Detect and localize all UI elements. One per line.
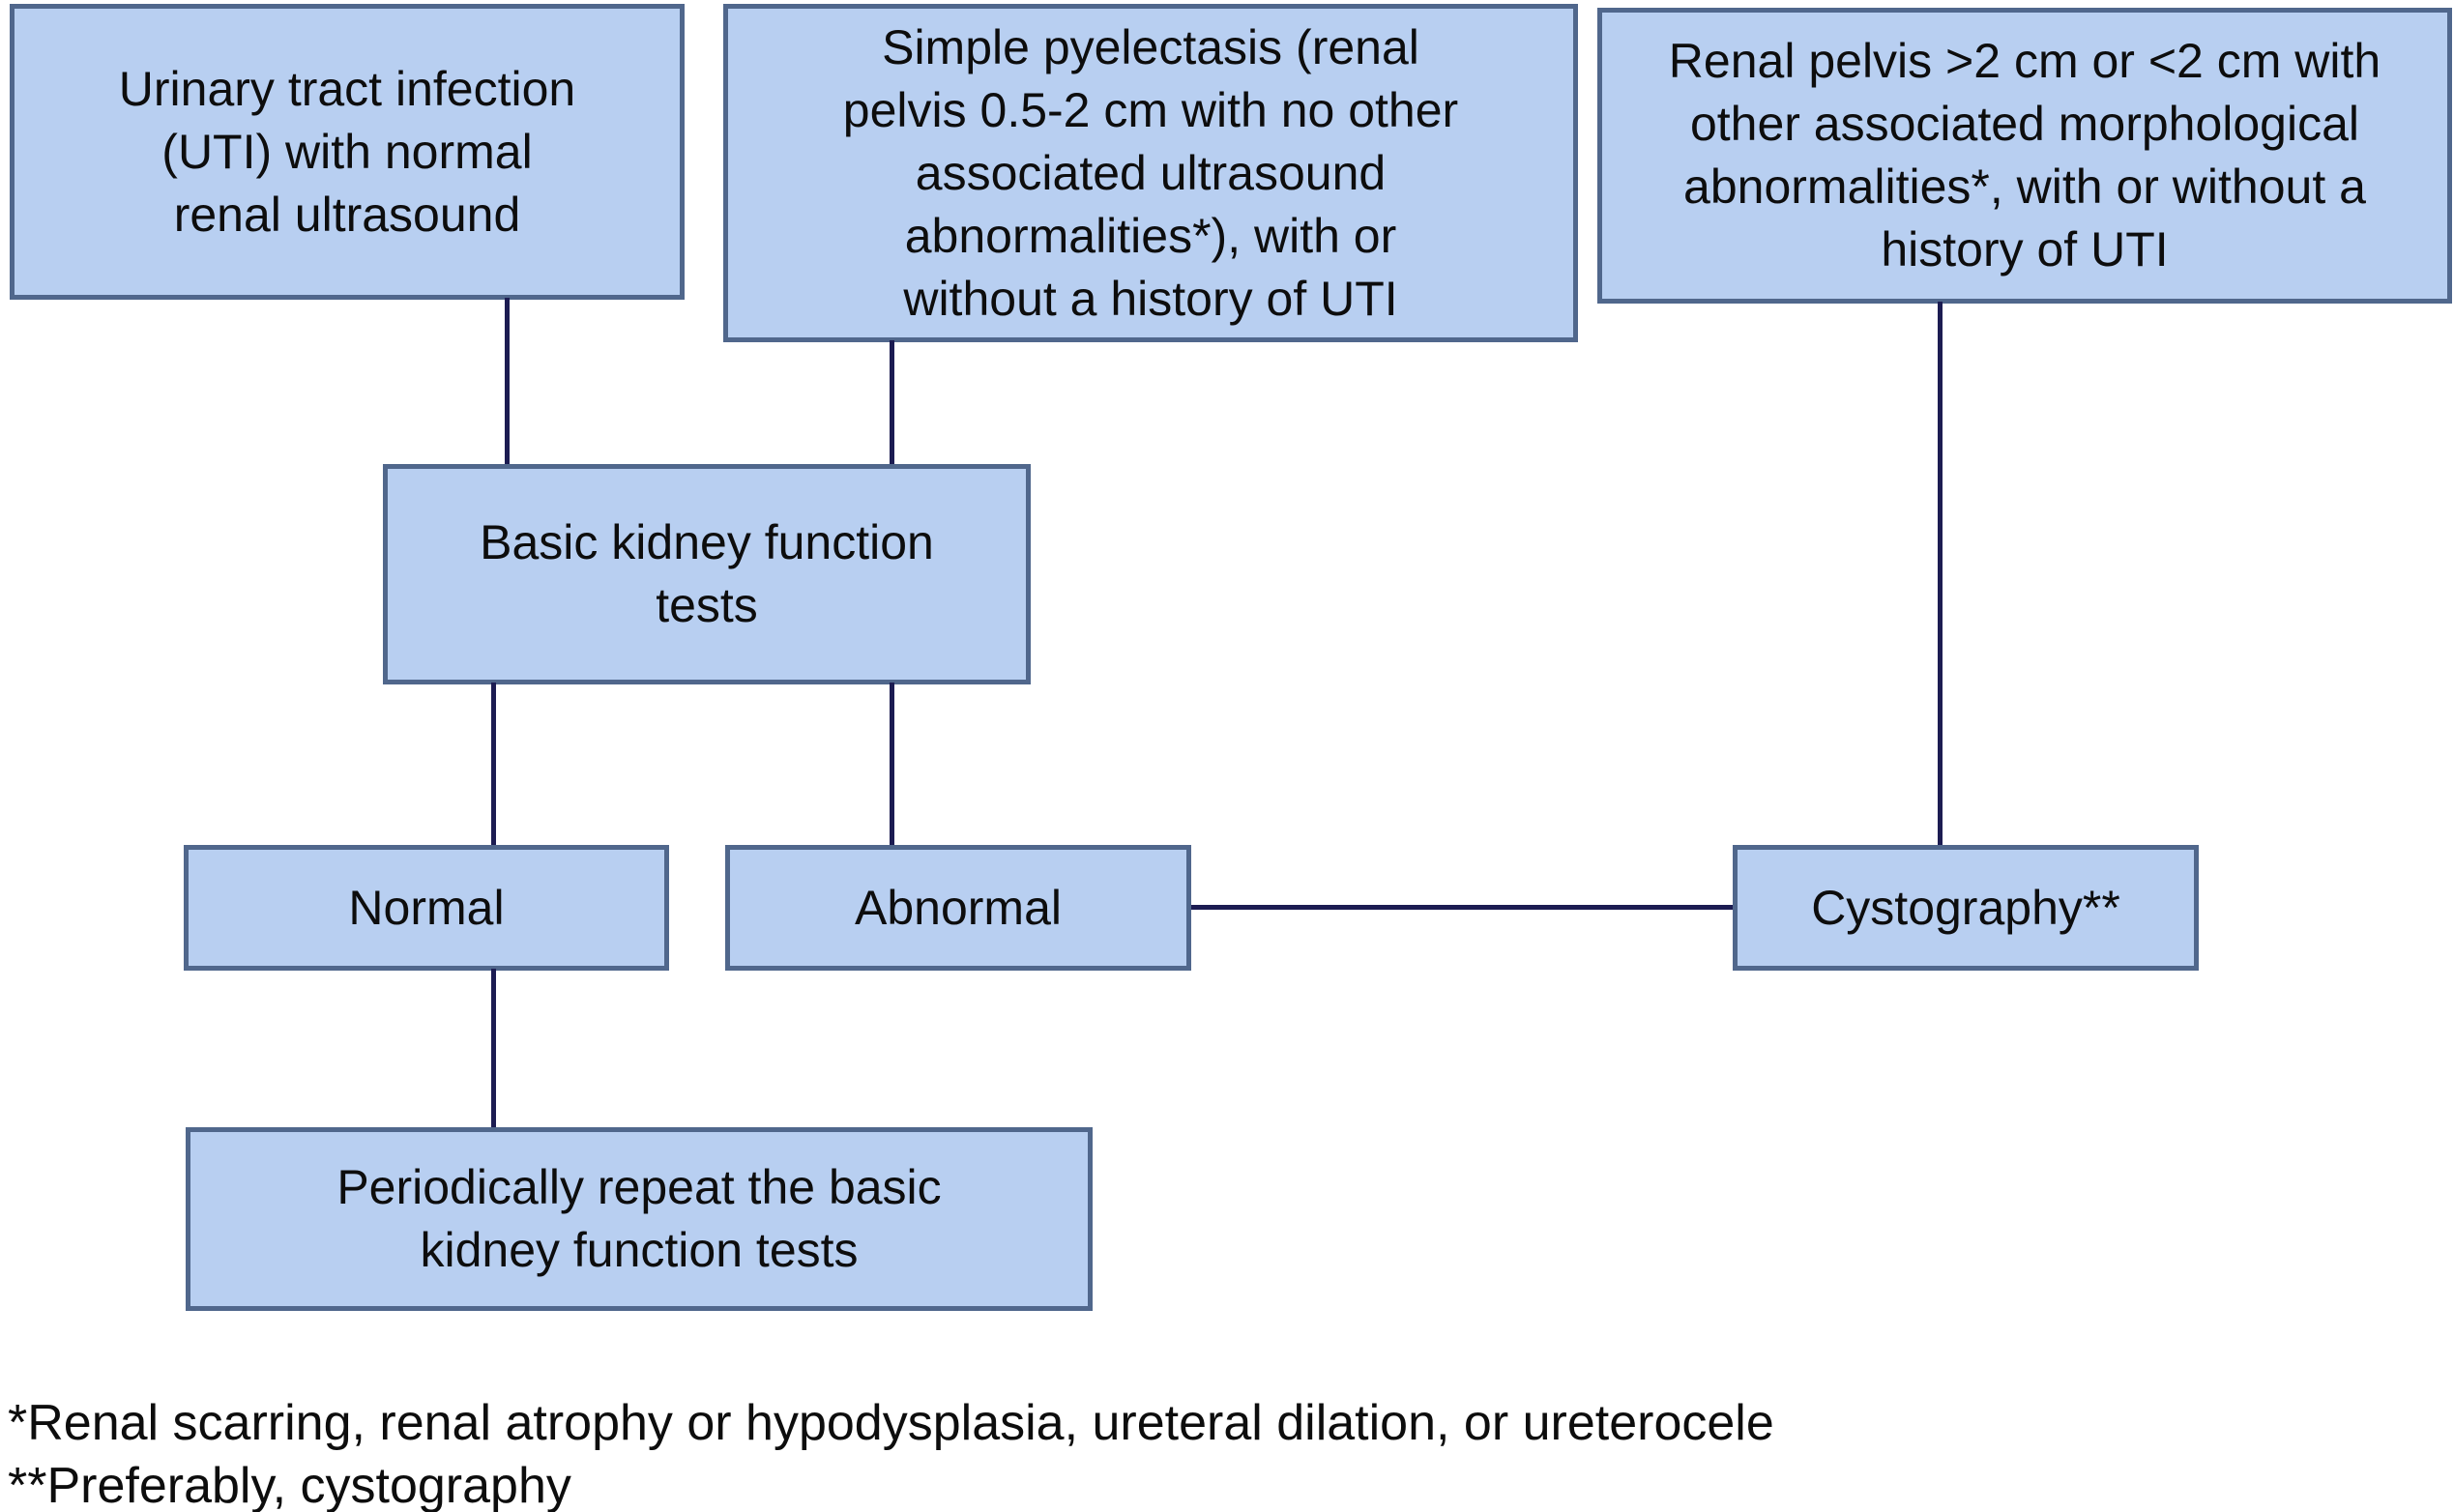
connector-basic-tests-to-abnormal	[890, 683, 894, 847]
node-uti-normal-ultrasound: Urinary tract infection (UTI) with norma…	[10, 4, 685, 300]
connector-pyelectasis-to-basic-tests	[890, 340, 894, 466]
node-basic-kidney-tests: Basic kidney function tests	[383, 464, 1031, 684]
node-normal: Normal	[184, 845, 669, 971]
connector-basic-tests-to-normal	[491, 683, 496, 847]
node-abnormal: Abnormal	[725, 845, 1191, 971]
connector-uti-to-basic-tests	[505, 298, 510, 466]
node-repeat-tests: Periodically repeat the basic kidney fun…	[186, 1127, 1093, 1311]
node-cystography-label: Cystography**	[1811, 880, 2120, 935]
node-simple-pyelectasis: Simple pyelectasis (renal pelvis 0.5-2 c…	[723, 4, 1578, 342]
node-renal-pelvis-2cm-label: Renal pelvis >2 cm or <2 cm with other a…	[1668, 34, 2381, 276]
footnote-asterisk: *Renal scarring, renal atrophy or hypody…	[8, 1395, 1774, 1451]
node-cystography: Cystography**	[1733, 845, 2199, 971]
footnote-double-asterisk: **Preferably, cystography	[8, 1458, 571, 1512]
connector-renal-pelvis-to-cystography	[1938, 302, 1943, 847]
node-normal-label: Normal	[348, 880, 505, 935]
connector-abnormal-to-cystography	[1191, 905, 1733, 910]
node-basic-kidney-tests-label: Basic kidney function tests	[480, 515, 934, 632]
node-uti-normal-ultrasound-label: Urinary tract infection (UTI) with norma…	[118, 61, 576, 242]
connector-normal-to-repeat-tests	[491, 969, 496, 1129]
node-renal-pelvis-2cm: Renal pelvis >2 cm or <2 cm with other a…	[1597, 8, 2452, 304]
node-repeat-tests-label: Periodically repeat the basic kidney fun…	[336, 1160, 942, 1277]
node-simple-pyelectasis-label: Simple pyelectasis (renal pelvis 0.5-2 c…	[842, 19, 1459, 326]
node-abnormal-label: Abnormal	[855, 880, 1062, 935]
